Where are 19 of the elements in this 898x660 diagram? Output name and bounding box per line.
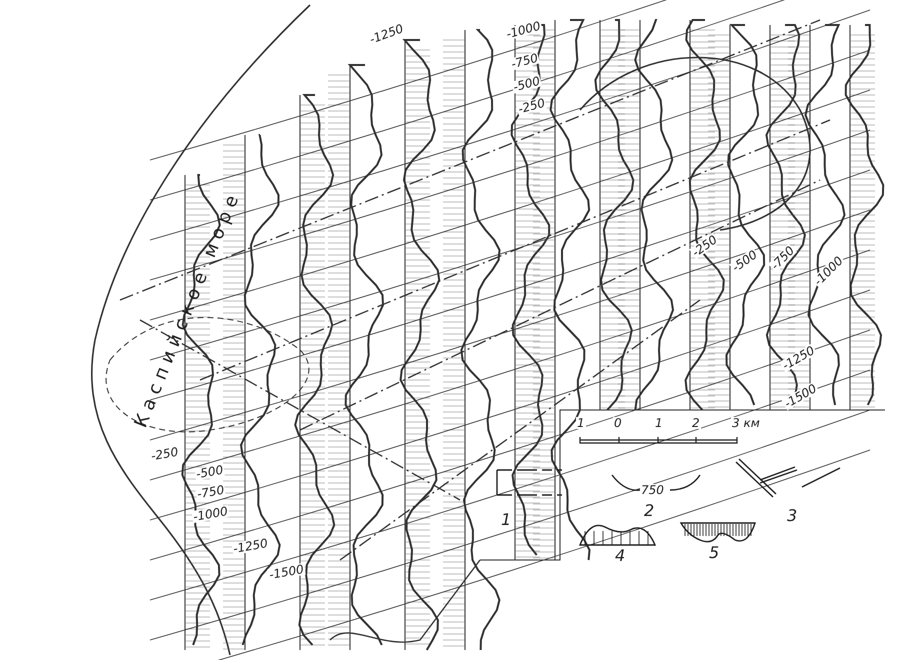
scale-number: 1 [654,417,664,429]
legend-number: 5 [708,545,720,561]
contour-label: -500 [194,464,226,480]
contour-label: -750 [195,484,226,500]
contour-label: -1250 [231,536,270,556]
contour-label: -1500 [267,562,306,582]
scale-number: 2 [691,417,701,429]
scale-number: 3 км [731,417,761,429]
contour-label: -250 [149,446,180,462]
contour-label: -250 [516,96,548,116]
scale-number: 1 [576,417,586,429]
contour-label: -1000 [191,504,230,524]
legend-contour-value: 750 [640,484,665,496]
legend-number: 3 [786,508,798,524]
legend-number: 4 [614,548,626,564]
scale-number: 0 [613,417,623,429]
contour-label: -500 [510,74,542,94]
contour-label: -1000 [504,19,543,41]
legend-number: 2 [643,503,656,519]
